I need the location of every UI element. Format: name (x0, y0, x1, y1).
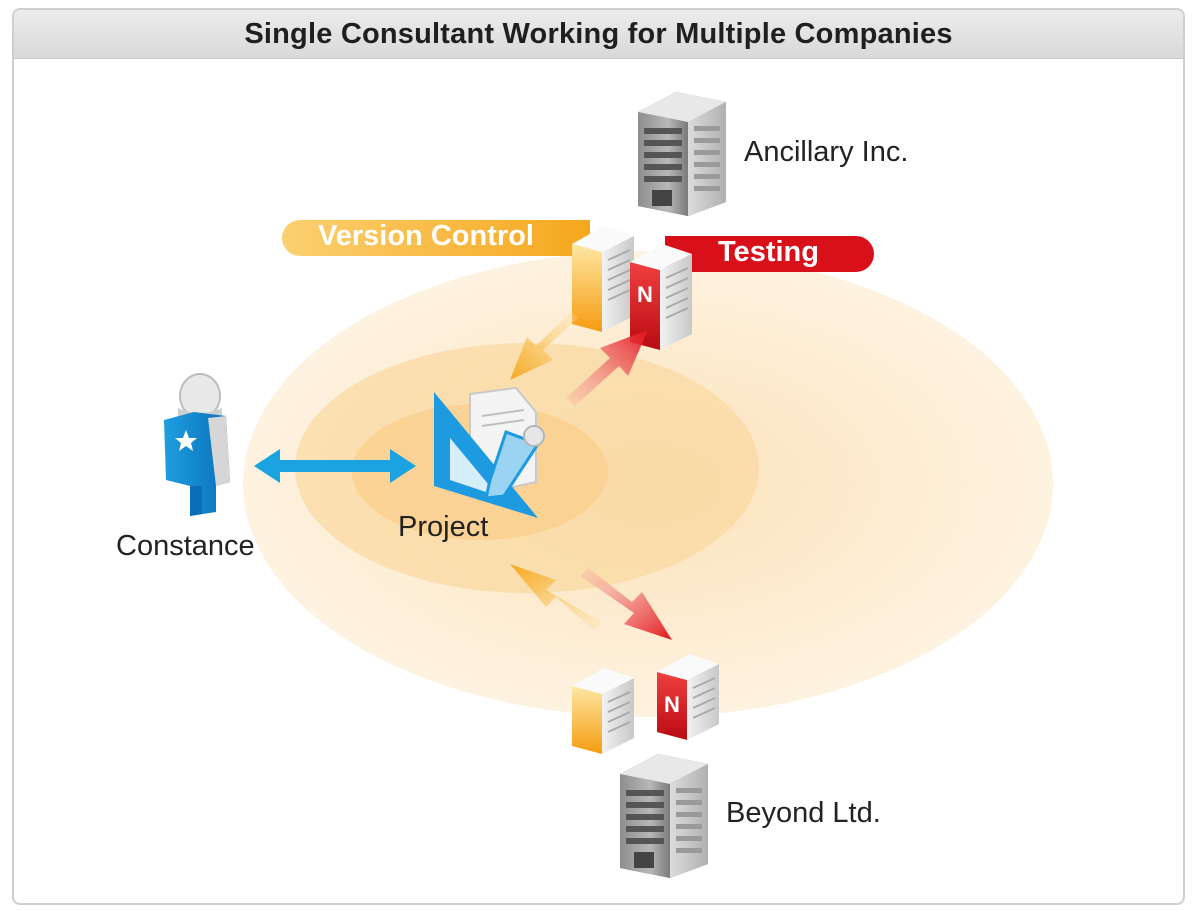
version-control-arrow-in (510, 312, 578, 380)
server-icon: N (630, 244, 692, 350)
server-icon: N (657, 654, 719, 740)
version-control-arrow-in (510, 564, 602, 630)
version-control-label: Version Control (318, 220, 534, 252)
version-control-bar (282, 220, 590, 256)
testing-arrow-out (580, 568, 672, 640)
company-top-label: Ancillary Inc. (744, 136, 909, 168)
server-icon (572, 226, 634, 332)
server-letter: N (664, 692, 680, 717)
testing-arrow-out (566, 330, 648, 406)
title-bar: Single Consultant Working for Multiple C… (14, 10, 1183, 59)
user-project-arrow (254, 449, 416, 483)
testing-label: Testing (718, 236, 819, 268)
building-icon (620, 754, 708, 878)
diagram-title: Single Consultant Working for Multiple C… (244, 17, 953, 50)
project-label: Project (398, 511, 489, 543)
server-icon (572, 668, 634, 754)
testing-bar (665, 236, 874, 272)
building-icon (638, 92, 726, 216)
user-label: Constance (116, 530, 255, 562)
company-bottom-label: Beyond Ltd. (726, 797, 881, 829)
user-icon (164, 373, 230, 516)
project-icon (434, 386, 545, 518)
server-letter: N (637, 282, 653, 307)
